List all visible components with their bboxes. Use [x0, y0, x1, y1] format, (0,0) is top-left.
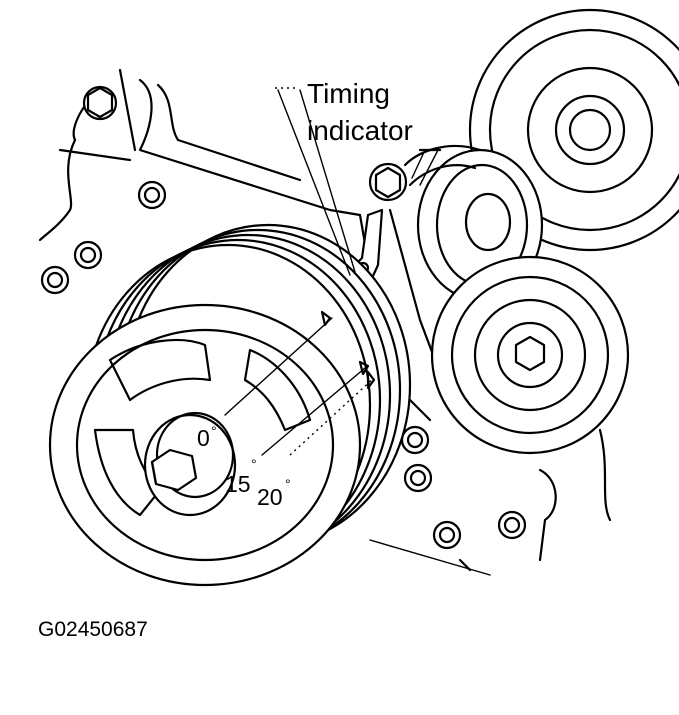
callout-line1: Timing — [307, 78, 390, 109]
mark-fifteen-degree: ° — [251, 456, 257, 472]
callout-leader — [275, 87, 356, 276]
mark-zero-degree: ° — [211, 423, 217, 439]
bolt-icon — [82, 85, 118, 121]
crankshaft-pulley — [48, 223, 412, 587]
figure-id: G02450687 — [38, 618, 148, 641]
mark-twenty: 20 — [257, 484, 283, 510]
mark-zero: 0 — [197, 425, 210, 451]
pulley-bolt-icon — [514, 335, 546, 372]
bolt-icon — [368, 162, 408, 202]
mark-fifteen: 15 — [225, 471, 251, 497]
belt-lower-line — [369, 149, 491, 576]
bolt-icon — [403, 463, 433, 493]
callout-line2: indicator — [307, 115, 413, 146]
bolt-icon — [73, 240, 103, 270]
bolt-icon — [497, 510, 527, 540]
drive-belt — [403, 144, 482, 187]
bolt-icon — [137, 180, 167, 210]
timing-reference-lines — [224, 310, 376, 456]
bolt-icon — [400, 425, 430, 455]
bolt-icon — [40, 265, 70, 295]
bolt-icon — [432, 520, 462, 550]
mark-twenty-degree: ° — [285, 476, 291, 492]
